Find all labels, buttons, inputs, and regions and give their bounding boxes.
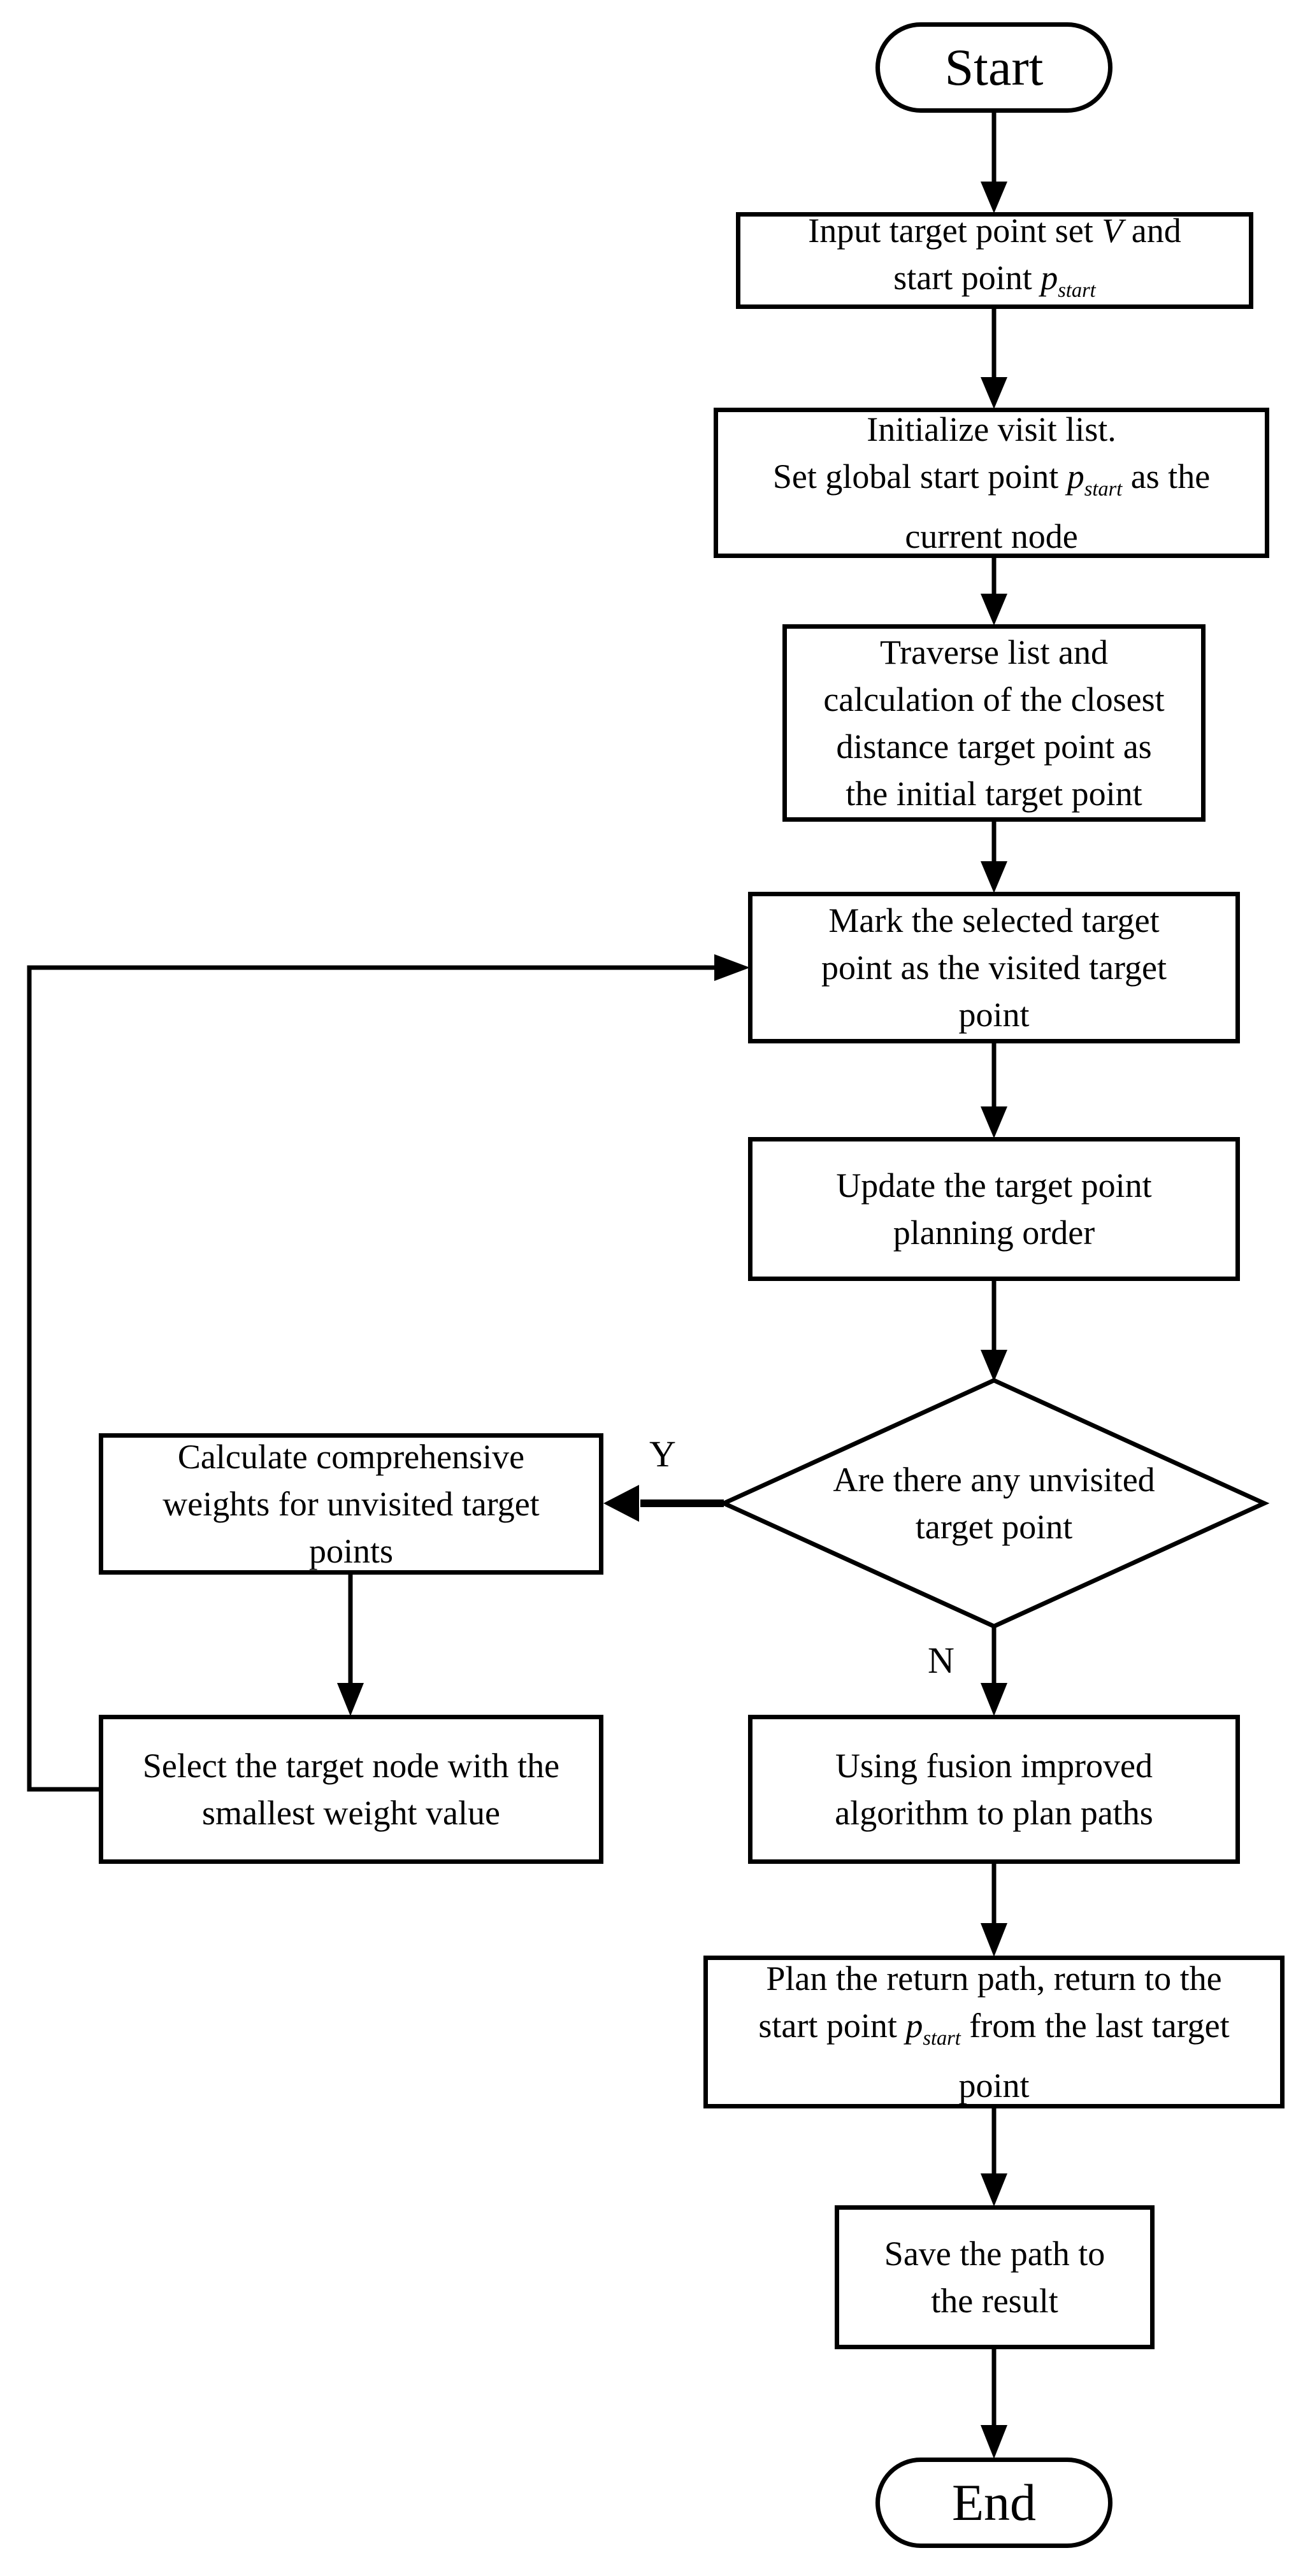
node-update-planning-order: Update the target point planning order [748, 1137, 1240, 1281]
arrowhead-into-decision [981, 1350, 1007, 1382]
arrowhead-into-end [981, 2425, 1007, 2459]
variable-p: p [1067, 457, 1084, 496]
arrowhead-into-mark [981, 861, 1007, 893]
arrowhead-into-input [981, 182, 1007, 213]
text-line: Select the target node with the [142, 1747, 560, 1785]
node-end-terminator: End [875, 2458, 1112, 2548]
node-input-target-points: Input target point set V and start point… [736, 211, 1253, 309]
text-line: the result [931, 2282, 1058, 2320]
branch-label-yes: Y [649, 1433, 676, 1475]
node-save-path: Save the path to the result [835, 2205, 1155, 2349]
text-line: points [308, 1532, 394, 1570]
node-mark-visited: Mark the selected target point as the vi… [748, 892, 1240, 1043]
arrowhead-into-update [981, 1106, 1007, 1138]
text-fragment: Set global start point [772, 457, 1067, 496]
text-line: current node [905, 517, 1078, 555]
text-line: algorithm to plan paths [835, 1794, 1153, 1832]
node-select-smallest-weight: Select the target node with the smallest… [99, 1715, 603, 1864]
text-line: Calculate comprehensive [177, 1438, 525, 1476]
text-line: start point pstart [893, 254, 1095, 314]
text-line: calculation of the closest [823, 680, 1165, 719]
text-line: start point pstart from the last target [758, 2002, 1229, 2062]
node-calculate-weights: Calculate comprehensive weights for unvi… [99, 1433, 603, 1575]
arrowhead-into-calc [603, 1485, 639, 1522]
text-line: point as the visited target [821, 948, 1167, 987]
node-traverse-list: Traverse list and calculation of the clo… [782, 624, 1206, 822]
text-line: Update the target point [836, 1166, 1152, 1205]
text-line: smallest weight value [202, 1794, 500, 1832]
text-line: Set global start point pstart as the [773, 453, 1210, 513]
node-decision-unvisited: Are there any unvisited target point [758, 1436, 1230, 1570]
node-fusion-plan-paths: Using fusion improved algorithm to plan … [748, 1715, 1240, 1864]
text-fragment: and [1123, 211, 1181, 250]
text-line: Input target point set V and [808, 207, 1181, 254]
text-line: Save the path to [884, 2235, 1105, 2273]
node-plan-return-path: Plan the return path, return to the star… [703, 1956, 1285, 2108]
variable-p: p [1040, 259, 1058, 297]
text-line: point [958, 2066, 1030, 2105]
node-start-terminator: Start [875, 22, 1112, 113]
text-line: distance target point as [836, 727, 1152, 766]
text-line: Mark the selected target [828, 901, 1160, 940]
text-line: planning order [893, 1213, 1095, 1252]
text-line: End [951, 2473, 1037, 2531]
branch-label-no: N [928, 1640, 954, 1681]
text-fragment: Input target point set [808, 211, 1102, 250]
text-line: Are there any unvisited [833, 1461, 1155, 1499]
text-line: Using fusion improved [835, 1747, 1153, 1785]
text-fragment: as the [1122, 457, 1211, 496]
text-line: Plan the return path, return to the [766, 1959, 1222, 1998]
text-fragment: start point [758, 2007, 906, 2045]
text-line: Initialize visit list. [867, 410, 1116, 449]
text-line: Start [944, 38, 1044, 96]
arrowhead-loop-into-mark [714, 954, 750, 981]
arrowhead-into-traverse [981, 594, 1007, 626]
connector-select-loop-to-mark [27, 965, 717, 1792]
variable-p: p [905, 2007, 923, 2045]
text-line: weights for unvisited target [162, 1485, 540, 1523]
subscript-start: start [923, 2026, 961, 2050]
arrowhead-into-select [337, 1683, 364, 1716]
arrowhead-into-fusion [981, 1683, 1007, 1716]
text-line: point [958, 996, 1030, 1034]
text-fragment: start point [893, 259, 1041, 297]
subscript-start: start [1058, 278, 1096, 302]
text-line: target point [915, 1508, 1073, 1546]
variable-v: V [1102, 211, 1123, 250]
arrowhead-into-init [981, 377, 1007, 409]
arrowhead-into-plan [981, 1923, 1007, 1957]
text-fragment: from the last target [960, 2007, 1230, 2045]
text-line: Traverse list and [880, 633, 1108, 671]
text-line: the initial target point [846, 775, 1142, 813]
subscript-start: start [1084, 477, 1123, 501]
node-initialize-visit-list: Initialize visit list. Set global start … [714, 408, 1269, 558]
arrowhead-into-save [981, 2173, 1007, 2207]
